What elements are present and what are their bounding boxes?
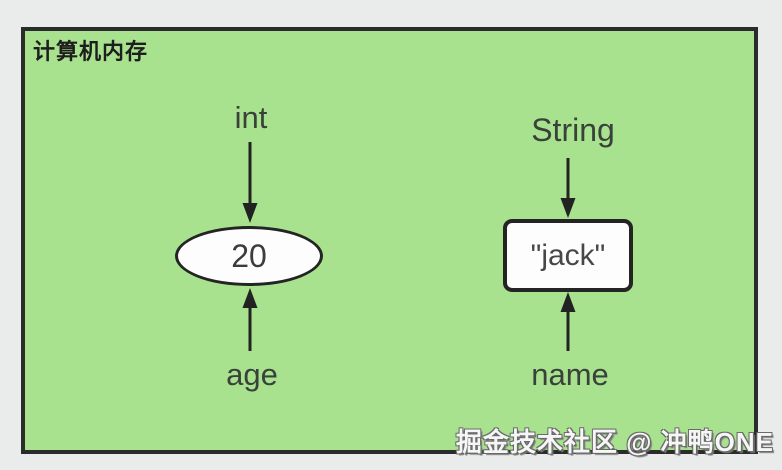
type-label-string: String [531, 112, 615, 148]
value-node-age: 20 [175, 226, 323, 286]
value-node-name-text: "jack" [530, 238, 606, 272]
var-label-name: name [531, 357, 609, 392]
memory-box-title: 计算机内存 [33, 39, 149, 64]
value-node-age-text: 20 [231, 237, 267, 274]
value-node-name: "jack" [503, 219, 633, 292]
type-label-int: int [234, 100, 268, 135]
watermark: 掘金技术社区 @ 冲鸭ONE [455, 427, 774, 457]
var-label-age: age [226, 357, 278, 392]
memory-box [21, 27, 758, 454]
